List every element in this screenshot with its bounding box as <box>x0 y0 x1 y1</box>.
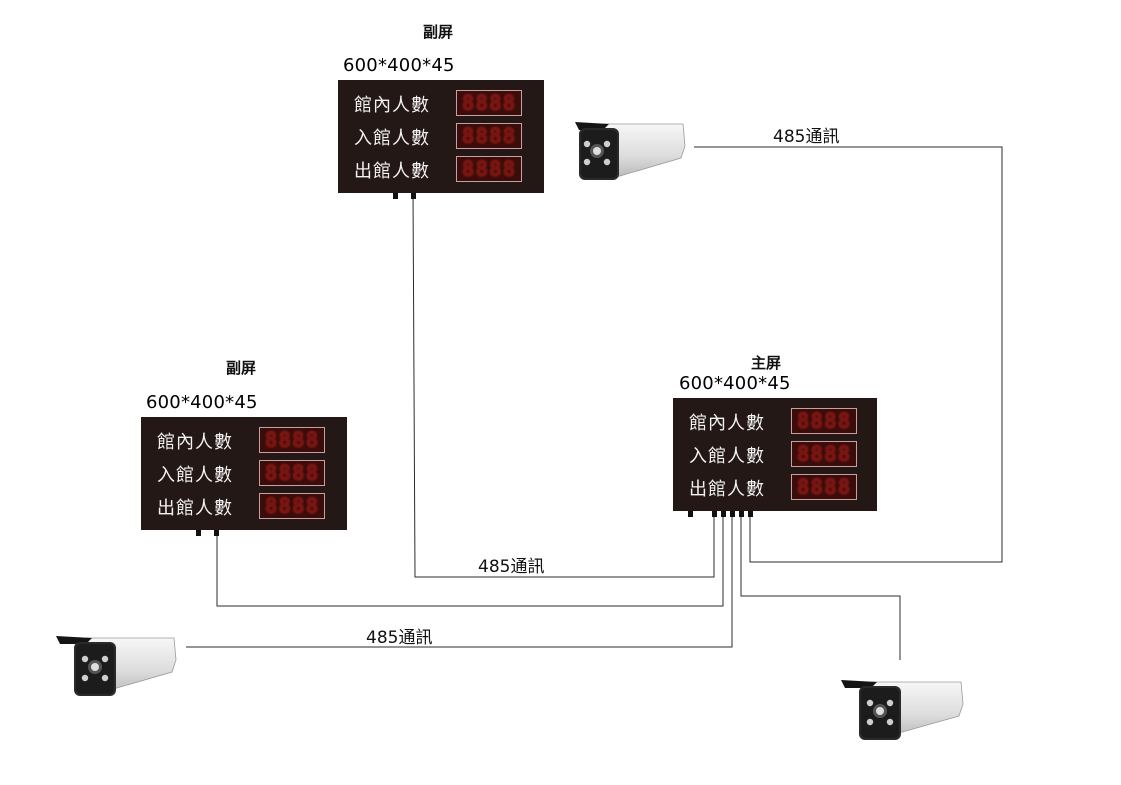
led-digit-value: 8888 <box>461 91 517 115</box>
counter-label: 館內人數 <box>354 95 430 116</box>
counter-label: 入館人數 <box>354 128 430 149</box>
connector-pin <box>712 511 717 517</box>
led-digits: 8888 <box>456 123 522 149</box>
counter-label: 入館人數 <box>689 446 765 467</box>
connector-pin <box>196 530 201 536</box>
counter-label: 出館人數 <box>689 479 765 500</box>
led-digit-value: 8888 <box>461 124 517 148</box>
sub-display-top: 館內人數 8888 入館人數 8888 出館人數 8888 <box>338 80 544 199</box>
led-digit-value: 8888 <box>461 157 517 181</box>
led-digit-value: 8888 <box>796 475 852 499</box>
led-digit-value: 8888 <box>264 461 320 485</box>
wire-camera-top-to-main <box>694 146 1003 563</box>
led-digits: 8888 <box>456 90 522 116</box>
led-digits: 8888 <box>259 427 325 453</box>
connector-pin <box>393 193 398 199</box>
bullet-camera-top-icon <box>575 122 686 180</box>
led-digits: 8888 <box>791 408 857 434</box>
sub-top-size: 600*400*45 <box>343 55 455 76</box>
led-digit-value: 8888 <box>264 428 320 452</box>
led-digit-value: 8888 <box>264 494 320 518</box>
counter-row: 出館人數 8888 <box>338 153 544 185</box>
led-digits: 8888 <box>791 474 857 500</box>
wire-camera-bottom-to-main <box>740 514 901 660</box>
sub-left-size: 600*400*45 <box>146 392 258 413</box>
counter-row: 出館人數 8888 <box>673 471 879 503</box>
connector-pin <box>730 511 735 517</box>
wire-camera-left-to-main <box>186 514 733 648</box>
counter-row: 館內人數 8888 <box>338 87 544 119</box>
sub-top-title: 副屏 <box>423 23 454 41</box>
comm-label-camera-left: 485通訊 <box>366 628 433 648</box>
connector-pin <box>688 511 693 517</box>
counter-row: 入館人數 8888 <box>338 120 544 152</box>
main-display: 館內人數 8888 入館人數 8888 出館人數 8888 <box>673 398 879 517</box>
sub-display-left: 館內人數 8888 入館人數 8888 出館人數 8888 <box>141 417 347 536</box>
connector-pin <box>721 511 726 517</box>
connector-pins <box>141 530 347 536</box>
counter-label: 入館人數 <box>157 465 233 486</box>
counter-label: 出館人數 <box>354 161 430 182</box>
sub-left-title: 副屏 <box>226 359 257 377</box>
led-digit-value: 8888 <box>796 442 852 466</box>
wire-sub-left-to-main <box>216 514 724 607</box>
led-digits: 8888 <box>259 493 325 519</box>
counter-row: 入館人數 8888 <box>141 457 347 489</box>
connector-pin <box>411 193 416 199</box>
counter-label: 館內人數 <box>157 432 233 453</box>
connector-pin <box>214 530 219 536</box>
main-size: 600*400*45 <box>679 373 791 394</box>
connector-pin <box>739 511 744 517</box>
led-digits: 8888 <box>259 460 325 486</box>
connector-pins <box>338 193 544 199</box>
counter-row: 館內人數 8888 <box>141 424 347 456</box>
counter-row: 入館人數 8888 <box>673 438 879 470</box>
comm-label-camera-top: 485通訊 <box>773 127 840 147</box>
led-digits: 8888 <box>456 156 522 182</box>
bullet-camera-left-icon <box>56 636 177 696</box>
comm-label-sub-top: 485通訊 <box>478 557 545 577</box>
connector-pins <box>673 511 879 517</box>
led-digits: 8888 <box>791 441 857 467</box>
main-title: 主屏 <box>751 354 782 372</box>
wire-sub-top-to-main <box>412 189 715 578</box>
counter-row: 出館人數 8888 <box>141 490 347 522</box>
counter-row: 館內人數 8888 <box>673 405 879 437</box>
bullet-camera-bottom-icon <box>841 680 964 740</box>
counter-label: 出館人數 <box>157 498 233 519</box>
led-digit-value: 8888 <box>796 409 852 433</box>
connector-pin <box>748 511 753 517</box>
counter-label: 館內人數 <box>689 413 765 434</box>
